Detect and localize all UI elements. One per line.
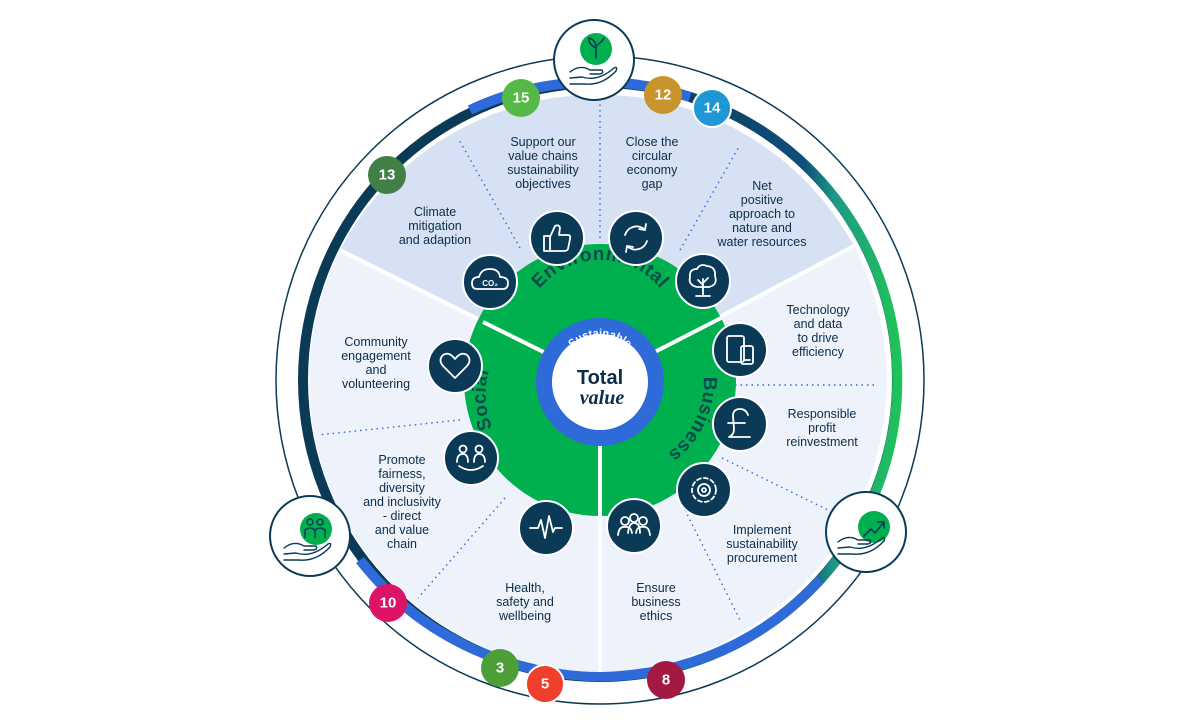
heartbeat-icon xyxy=(518,500,574,556)
icon-discs: CO₂ xyxy=(427,210,768,556)
linked-people-icon xyxy=(443,430,499,486)
svg-text:13: 13 xyxy=(379,167,396,184)
dotted-dividers xyxy=(317,100,878,621)
people-hand-icon xyxy=(269,495,351,577)
co2-cloud-icon: CO₂ xyxy=(462,254,518,310)
svg-text:12: 12 xyxy=(655,87,672,104)
svg-text:8: 8 xyxy=(662,672,670,689)
svg-text:5: 5 xyxy=(541,676,549,693)
svg-text:10: 10 xyxy=(380,595,397,612)
center-title: Total xyxy=(577,367,623,389)
svg-text:15: 15 xyxy=(513,90,530,107)
svg-text:14: 14 xyxy=(704,100,721,117)
sdg-badge-15: 15 xyxy=(502,79,540,117)
sdg-badge-10: 10 xyxy=(369,584,407,622)
svg-text:3: 3 xyxy=(496,660,504,677)
sdg-badge-14: 14 xyxy=(692,88,732,128)
sdg-badges: 15 12 14 13 10 3 5 8 xyxy=(368,76,732,704)
gears-icon xyxy=(676,462,732,518)
co2-label: CO₂ xyxy=(482,279,498,288)
tree-icon xyxy=(675,253,731,309)
sdg-badge-5: 5 xyxy=(525,664,565,704)
center-subtitle: value xyxy=(580,387,625,409)
sdg-badge-3: 3 xyxy=(481,649,519,687)
recycle-arrows-icon xyxy=(608,210,664,266)
sdg-badge-13: 13 xyxy=(368,156,406,194)
seedling-hand-icon xyxy=(553,19,635,101)
thumbs-up-icon xyxy=(529,210,585,266)
devices-icon xyxy=(712,322,768,378)
sdg-badge-8: 8 xyxy=(647,661,685,699)
growth-hand-icon xyxy=(825,491,907,573)
environmental-sector xyxy=(340,94,854,380)
heart-icon xyxy=(427,338,483,394)
center-disc xyxy=(552,334,648,430)
sdg-badge-12: 12 xyxy=(644,76,682,114)
pound-icon xyxy=(712,396,768,452)
people-group-icon xyxy=(606,498,662,554)
